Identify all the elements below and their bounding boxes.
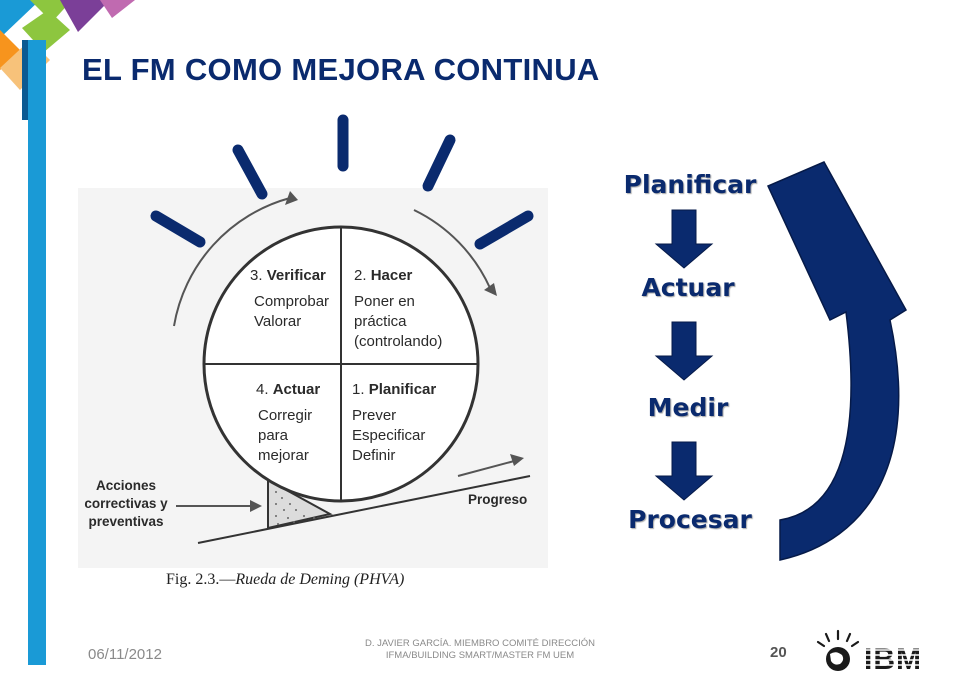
svg-text:correctivas y: correctivas y <box>84 496 168 511</box>
ibm-logo: IBM <box>816 629 944 676</box>
quadrant-verificar: 3. Verificar Comprobar Valorar <box>250 267 329 330</box>
svg-text:mejorar: mejorar <box>258 447 309 464</box>
outer-arrow-right <box>413 209 491 289</box>
svg-text:para: para <box>258 427 289 444</box>
deming-wheel-diagram: 3. Verificar Comprobar Valorar 2. Hacer … <box>78 114 548 588</box>
return-curved-arrow <box>766 161 908 561</box>
svg-text:práctica: práctica <box>354 313 407 330</box>
footer-author: D. JAVIER GARCÍA. MIEMBRO COMITÉ DIRECCI… <box>365 638 595 661</box>
down-arrow-2 <box>654 321 714 381</box>
quadrant-actuar: 4. Actuar Corregir para mejorar <box>256 381 320 464</box>
svg-text:1. Planificar: 1. Planificar <box>352 381 436 398</box>
quadrant-planificar: 1. Planificar Prever Especificar Definir <box>352 381 436 464</box>
outer-arrow-left <box>173 197 291 327</box>
cycle-step-medir: Medir <box>647 393 729 422</box>
svg-text:Acciones: Acciones <box>96 478 156 493</box>
svg-text:Especificar: Especificar <box>352 427 425 444</box>
svg-text:(controlando): (controlando) <box>354 333 442 350</box>
corrective-arrow <box>250 500 262 512</box>
cycle-flow <box>654 161 908 561</box>
svg-text:Definir: Definir <box>352 447 395 464</box>
svg-text:Corregir: Corregir <box>258 407 312 424</box>
corrective-actions-label: Acciones correctivas y preventivas <box>84 478 168 529</box>
progress-slope <box>197 475 531 544</box>
svg-text:4. Actuar: 4. Actuar <box>256 381 320 398</box>
svg-text:3. Verificar: 3. Verificar <box>250 267 326 284</box>
page-number: 20 <box>770 644 787 661</box>
progress-arrow <box>510 454 524 466</box>
footer-date: 06/11/2012 <box>88 646 162 663</box>
cycle-step-planificar: Planificar <box>623 170 757 199</box>
lightbulb-icon <box>816 629 860 648</box>
svg-text:2. Hacer: 2. Hacer <box>354 267 413 284</box>
slide-title: EL FM COMO MEJORA CONTINUA <box>82 52 600 87</box>
progress-label: Progreso <box>468 492 527 507</box>
wedge <box>267 478 333 530</box>
figure-caption: Fig. 2.3.—Rueda de Deming (PHVA) <box>166 571 404 588</box>
cycle-step-procesar: Procesar <box>628 505 752 534</box>
svg-text:Valorar: Valorar <box>254 313 301 330</box>
cycle-step-actuar: Actuar <box>641 273 735 302</box>
svg-text:Comprobar: Comprobar <box>254 293 329 310</box>
wheel-rays <box>150 114 534 250</box>
down-arrow-3 <box>654 441 714 501</box>
svg-text:Poner en: Poner en <box>354 293 415 310</box>
svg-text:preventivas: preventivas <box>88 514 163 529</box>
svg-text:Prever: Prever <box>352 407 396 424</box>
quadrant-hacer: 2. Hacer Poner en práctica (controlando) <box>354 267 442 350</box>
down-arrow-1 <box>654 209 714 269</box>
